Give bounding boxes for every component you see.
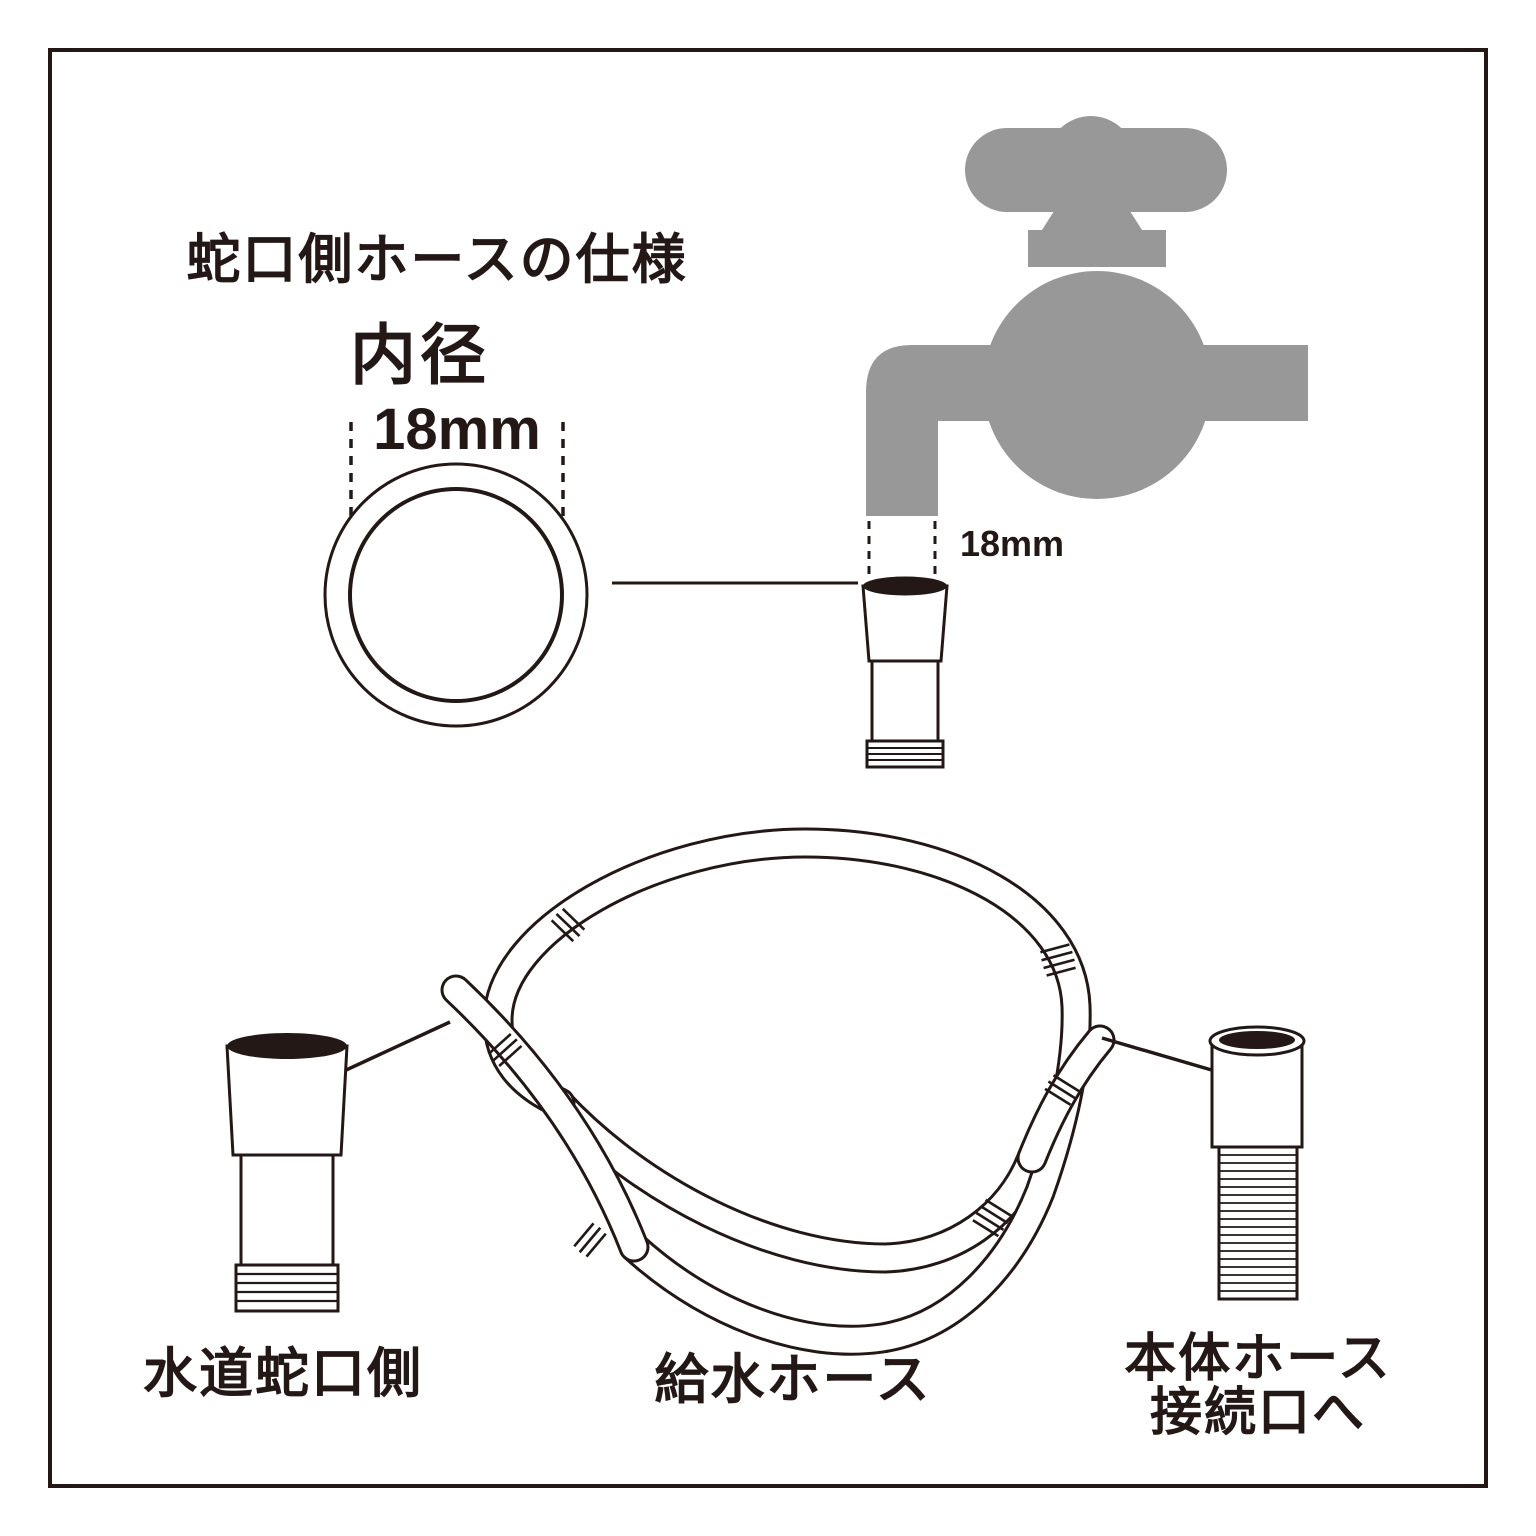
hose-band	[550, 907, 586, 943]
hose-band	[573, 1222, 607, 1258]
faucet-side-connector	[861, 576, 949, 769]
left-connector	[225, 1020, 451, 1313]
frame-border	[48, 48, 1488, 1488]
faucet-collar	[1028, 230, 1166, 267]
left-connector-body	[239, 1153, 335, 1267]
label-right-connector-line1: 本体ホース	[1124, 1330, 1391, 1388]
connector-cup	[861, 584, 949, 663]
diagram-title: 蛇口側ホースの仕様	[186, 230, 687, 290]
hose-left-end	[443, 977, 647, 1260]
faucet-icon: 18mm	[866, 116, 1308, 578]
connector-body	[870, 659, 940, 743]
hose-band	[487, 1033, 523, 1067]
faucet-spout	[866, 345, 1010, 516]
right-connector	[1101, 1025, 1306, 1301]
left-connector-opening	[227, 1033, 347, 1059]
spout-dimension: 18mm	[960, 523, 1064, 564]
faucet-body	[983, 271, 1211, 499]
hose-band	[972, 1198, 1012, 1238]
inner-diameter-label: 内径	[350, 318, 490, 392]
hose-inner-wall	[348, 487, 564, 703]
right-connector-body	[1210, 1044, 1304, 1149]
faucet-wall-pipe	[1195, 345, 1308, 421]
faucet-stem	[1042, 208, 1142, 230]
faucet-handle-bar	[965, 128, 1227, 212]
hose-band	[1040, 943, 1076, 977]
corrugation-lines	[1219, 1154, 1297, 1292]
label-left-connector: 水道蛇口側	[143, 1344, 423, 1404]
left-connector-cup	[225, 1044, 349, 1157]
hose-band	[1044, 1074, 1080, 1106]
label-right-connector-line2: 接続口へ	[1150, 1384, 1366, 1442]
label-hose: 給水ホース	[654, 1350, 931, 1410]
connector-opening	[863, 576, 947, 596]
left-connector-thread	[234, 1263, 340, 1313]
hose-outer-wall	[323, 462, 589, 728]
supply-hose	[440, 827, 1116, 1356]
hose-cross-section	[323, 422, 858, 728]
hose-ring	[485, 830, 1089, 1353]
hose-chord	[545, 1089, 1045, 1271]
inner-diameter-value: 18mm	[373, 397, 541, 462]
right-connector-corrugation	[1217, 1145, 1299, 1301]
right-connector-opening	[1219, 1031, 1295, 1049]
